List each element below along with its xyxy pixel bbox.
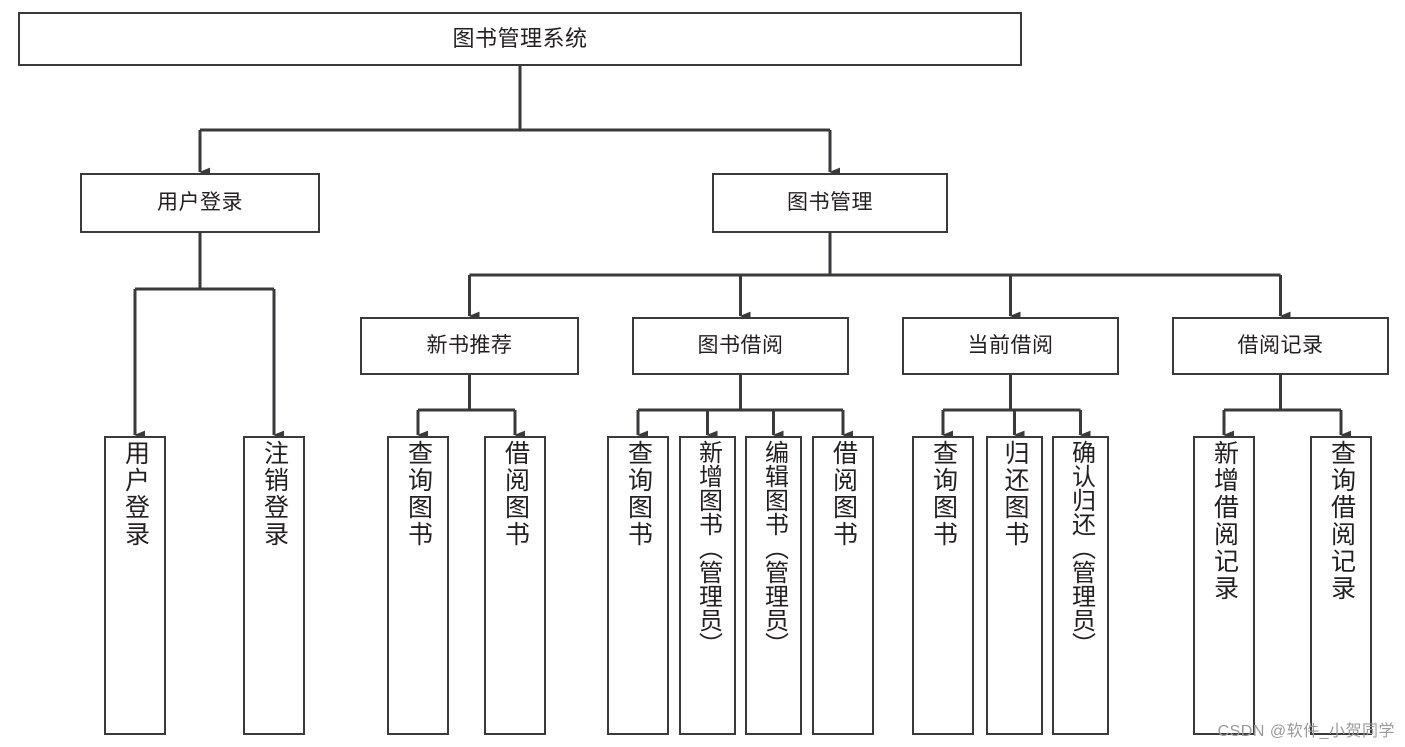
node-l2-1: 图书借阅 [632, 317, 849, 375]
node-label: 新书推荐 [426, 333, 513, 357]
node-l1-0: 用户登录 [80, 173, 320, 233]
node-label: 图书管理 [787, 190, 873, 214]
node-label: 新增借阅记录 [1210, 440, 1239, 602]
node-l2-0: 新书推荐 [360, 317, 579, 375]
node-label: 图书借阅 [697, 333, 784, 357]
node-root: 图书管理系统 [18, 12, 1022, 66]
node-leaf-3: 借阅图书 [484, 436, 546, 735]
node-l1-1: 图书管理 [712, 173, 948, 233]
node-l2-3: 借阅记录 [1172, 317, 1389, 375]
node-label: 查询图书 [929, 440, 958, 548]
node-label: 图书管理系统 [452, 26, 588, 52]
node-label: 查询图书 [624, 440, 653, 548]
node-leaf-4: 查询图书 [607, 436, 669, 735]
node-label: 借阅图书 [501, 440, 530, 548]
node-leaf-5: 新增图书（管理员） [679, 436, 736, 735]
node-label: 借阅记录 [1237, 333, 1324, 357]
node-label: 用户登录 [157, 190, 243, 214]
node-leaf-11: 新增借阅记录 [1193, 436, 1255, 735]
node-leaf-2: 查询图书 [387, 436, 449, 735]
node-leaf-6: 编辑图书（管理员） [745, 436, 802, 735]
node-l2-2: 当前借阅 [902, 317, 1119, 375]
node-leaf-7: 借阅图书 [812, 436, 874, 735]
node-label: 查询借阅记录 [1327, 440, 1356, 602]
node-leaf-9: 归还图书 [986, 436, 1043, 735]
node-label: 用户登录 [121, 440, 150, 548]
node-label: 编辑图书（管理员） [760, 440, 788, 656]
node-label: 借阅图书 [829, 440, 858, 548]
node-label: 当前借阅 [967, 333, 1054, 357]
node-label: 归还图书 [1001, 440, 1029, 548]
node-label: 查询图书 [404, 440, 433, 548]
node-leaf-12: 查询借阅记录 [1310, 436, 1372, 735]
node-label: 新增图书（管理员） [694, 440, 722, 656]
node-leaf-1: 注销登录 [243, 436, 305, 735]
node-leaf-8: 查询图书 [912, 436, 974, 735]
node-label: 注销登录 [260, 440, 289, 548]
node-leaf-10: 确认归还（管理员） [1052, 436, 1109, 735]
node-leaf-0: 用户登录 [104, 436, 166, 735]
node-label: 确认归还（管理员） [1067, 440, 1095, 656]
